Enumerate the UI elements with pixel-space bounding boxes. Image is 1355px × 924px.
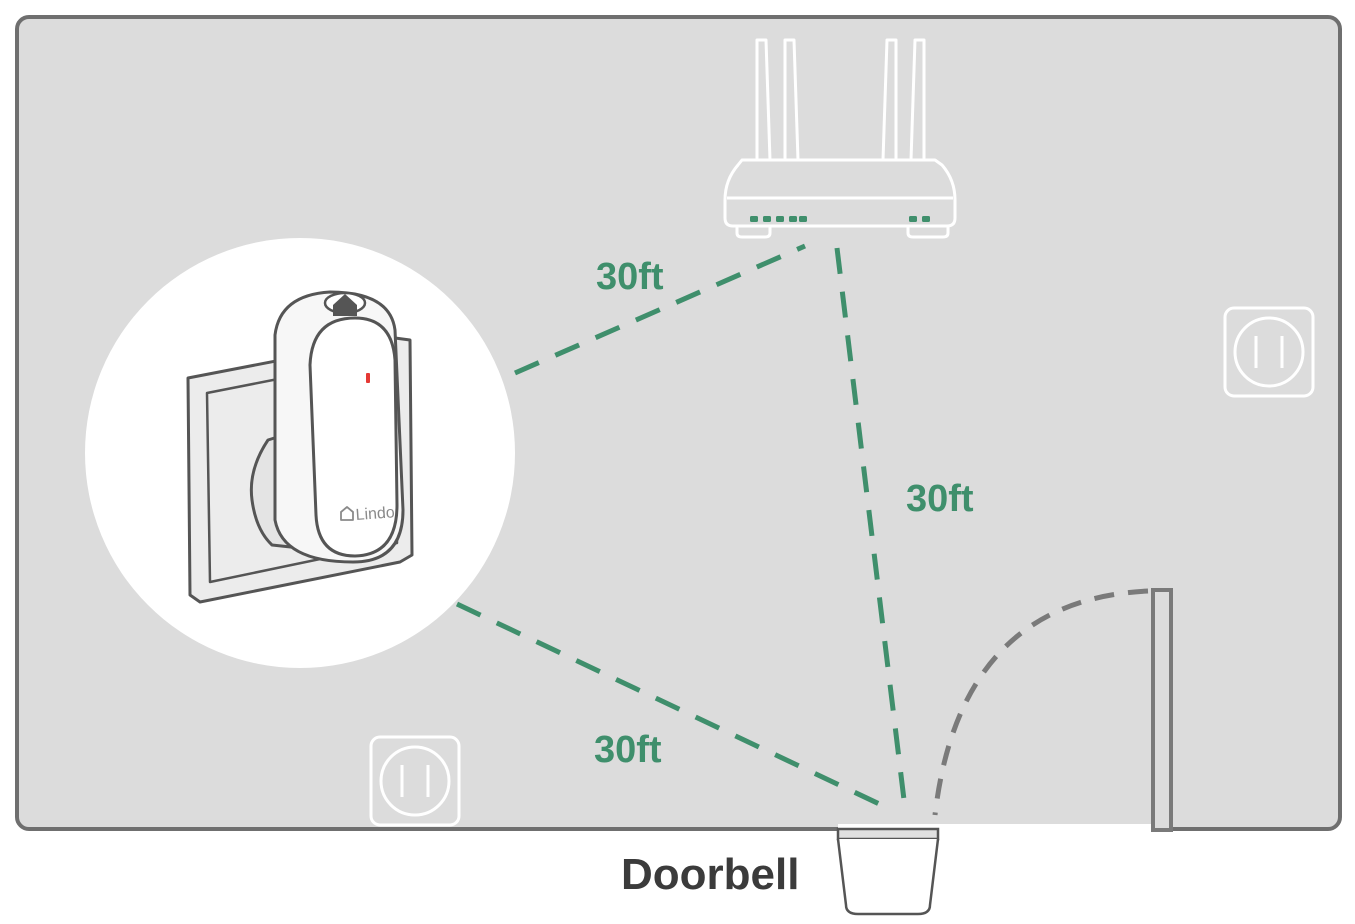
brand-logo: Lindo <box>340 504 395 524</box>
doorbell-icon <box>836 827 940 916</box>
signal-line-router-doorbell <box>834 247 908 809</box>
doorbell-label: Doorbell <box>621 850 799 899</box>
signal-line-chime-doorbell <box>455 601 894 813</box>
router-status-leds <box>750 216 930 222</box>
door-icon <box>932 588 1173 832</box>
wall-outlet-icon <box>369 735 461 827</box>
door-swing-arc <box>932 588 1149 816</box>
distance-label-chime-doorbell: 30ft <box>594 729 662 771</box>
signal-line-chime-router <box>513 243 807 376</box>
signal-lines <box>455 243 908 813</box>
distance-label-chime-router: 30ft <box>596 256 664 298</box>
door-gap <box>838 824 1158 834</box>
wall-outlet-icon <box>1223 306 1315 398</box>
router-icon <box>723 38 957 239</box>
brand-name: Lindo <box>355 504 395 524</box>
plug-in-chime-icon: Lindo <box>85 238 515 668</box>
chime-indicator-light <box>366 373 370 383</box>
distance-label-router-doorbell: 30ft <box>906 478 974 520</box>
